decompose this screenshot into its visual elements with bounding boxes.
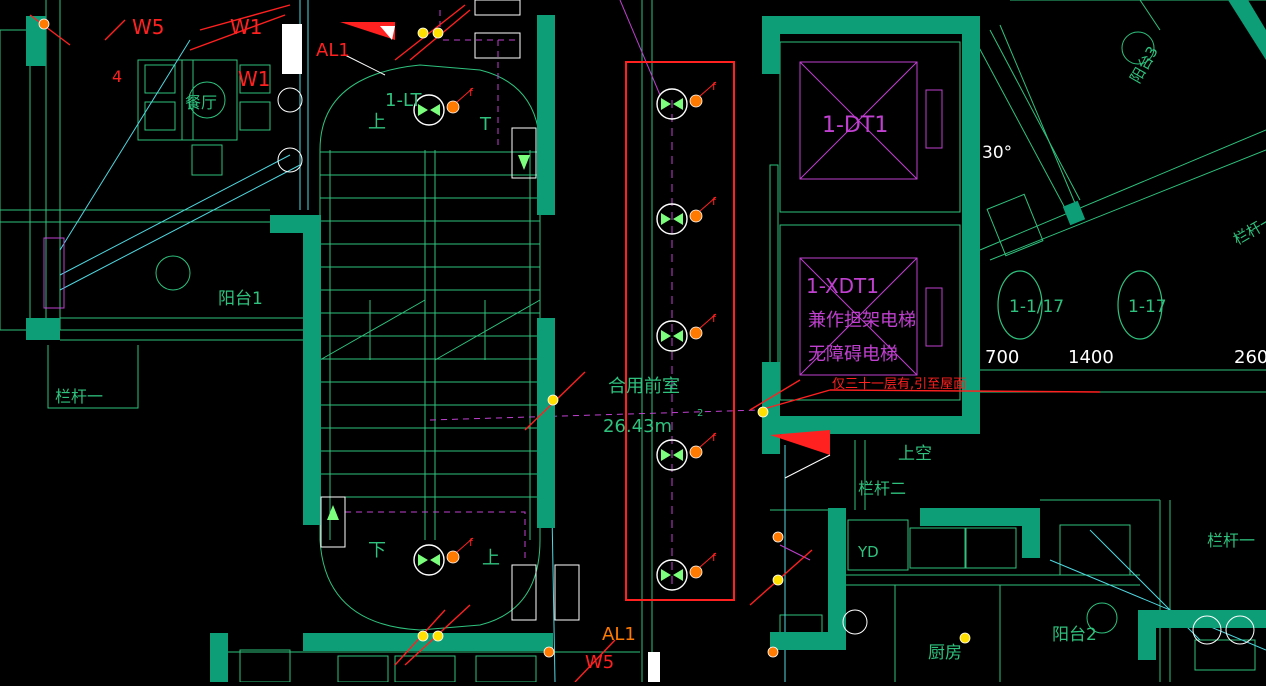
elevator-note-2: 无障碍电梯	[808, 344, 898, 365]
axis-bubbles	[997, 270, 1163, 340]
fixtures-group: f f f f f f f	[38, 18, 971, 658]
down-mid-label: T	[479, 114, 492, 135]
emergency-light-icon[interactable]: f	[656, 431, 717, 471]
down-bottom-label: 下	[368, 540, 386, 561]
elevator-note-1: 兼作担架电梯	[808, 310, 916, 331]
w5-bottom-label: W5	[585, 652, 614, 673]
angle-30-label: 30°	[982, 143, 1012, 163]
junction-box-icon[interactable]	[767, 646, 779, 658]
restaurant-label: 餐厅	[185, 93, 217, 112]
up-top-label: 上	[368, 112, 386, 133]
al1-top-label: AL1	[316, 40, 350, 61]
upper-void-label: 上空	[898, 444, 932, 464]
dim-1400-label: 1400	[1068, 347, 1114, 368]
dim-260-label: 260	[1234, 347, 1266, 368]
stair-arrows	[327, 155, 530, 520]
stair-1lt-label: 1-LT	[385, 90, 422, 111]
emergency-light-icon[interactable]: f	[413, 86, 474, 126]
elevator-1xdt1-label: 1-XDT1	[806, 274, 879, 298]
railing-right-label: 栏杆一	[1230, 211, 1266, 249]
axis-1-1-17-label: 1-1/17	[1009, 297, 1064, 317]
red-lines	[29, 4, 1101, 683]
red-note-label: 仅三十一层有,引至屋面	[832, 377, 966, 392]
emergency-light-icon[interactable]: f	[656, 551, 717, 591]
balcony-3-label: 阳台3	[1127, 43, 1162, 86]
fixture-tag-label: f	[712, 195, 717, 208]
junction-box-icon[interactable]	[432, 27, 444, 39]
junction-box-icon[interactable]	[417, 630, 429, 642]
area-superscript: 2	[697, 408, 703, 419]
railing-2-label: 栏杆二	[858, 479, 906, 498]
railing-bottom-right-label: 栏杆一	[1207, 531, 1255, 550]
w5-top-label: W5	[132, 15, 165, 39]
elevator-1dt1-label: 1-DT1	[822, 113, 888, 138]
balcony-2-label: 阳台2	[1052, 625, 1097, 645]
junction-box-icon[interactable]	[757, 406, 769, 418]
shared-lobby-label: 合用前室	[608, 376, 680, 397]
fixture-tag-label: f	[712, 551, 717, 564]
yd-label: YD	[857, 543, 879, 561]
junction-box-icon[interactable]	[772, 531, 784, 543]
highlight-rectangle	[625, 61, 735, 601]
emergency-light-icon[interactable]: f	[656, 80, 717, 120]
white-lines	[277, 0, 1255, 645]
junction-box-icon[interactable]	[432, 630, 444, 642]
al1-bottom-label: AL1	[602, 624, 636, 645]
junction-box-icon[interactable]	[543, 646, 555, 658]
dim-700-label: 700	[985, 347, 1019, 368]
magenta-lines	[43, 0, 943, 585]
fixture-tag-label: f	[469, 536, 474, 549]
w1-top-label: W1	[230, 15, 263, 39]
kitchen-label: 厨房	[928, 643, 962, 663]
emergency-light-icon[interactable]: f	[656, 195, 717, 235]
labels: W5 W1 W1 4 AL1 餐厅 1-LT 上 T 阳台1 栏杆一 1-DT1…	[55, 15, 1266, 673]
junction-box-icon[interactable]	[417, 27, 429, 39]
emergency-light-icon[interactable]: f	[656, 312, 717, 352]
junction-box-icon[interactable]	[547, 394, 559, 406]
emergency-light-icon[interactable]: f	[413, 536, 474, 576]
fixture-tag-label: f	[712, 80, 717, 93]
stair-treads	[320, 151, 540, 498]
fixture-tag-label: f	[712, 431, 717, 444]
fraction-4-label: 4	[112, 67, 122, 86]
junction-box-icon[interactable]	[772, 574, 784, 586]
fixture-tag-label: f	[712, 312, 717, 325]
walls	[26, 0, 1266, 682]
junction-box-icon[interactable]	[959, 632, 971, 644]
fixture-tag-label: f	[469, 86, 474, 99]
axis-1-17-label: 1-17	[1128, 297, 1167, 317]
junction-box-icon[interactable]	[38, 18, 50, 30]
balcony-1-label: 阳台1	[218, 289, 263, 309]
w1-mid-label: W1	[238, 67, 271, 91]
railing-1-label: 栏杆一	[55, 387, 103, 406]
lobby-area-label: 26.43m	[603, 416, 672, 437]
up-bottom-label: 上	[482, 548, 500, 569]
